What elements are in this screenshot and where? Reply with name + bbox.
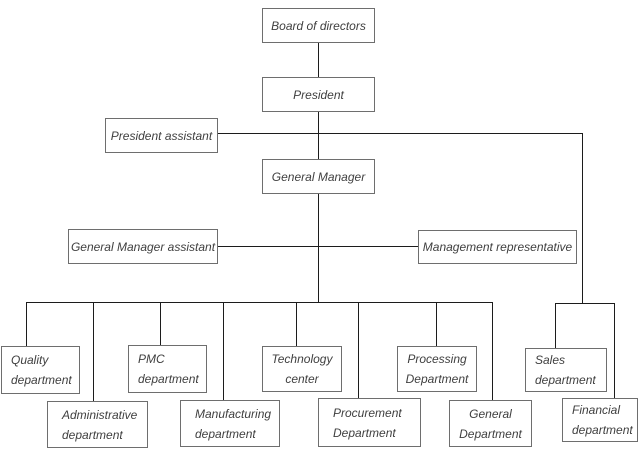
node-label: Technology [271,352,333,366]
node-label: Procurement [333,405,402,420]
node-pmc-department: PMC department [128,345,207,393]
connector-gm-assistant-mgmt-rep [218,246,418,247]
node-label: Financial [572,403,621,417]
node-label: General [469,406,512,421]
node-label: Board of directors [271,18,366,33]
node-label: Manufacturing [195,406,272,421]
drop-financial [614,303,615,398]
node-label: PMC [138,352,165,366]
connector-departments-bus [26,302,493,303]
node-label: department [11,373,72,387]
node-quality-department: Quality department [1,346,80,394]
node-label: President [293,87,344,102]
drop-pmc [160,302,161,345]
drop-general [492,302,493,400]
node-label: center [285,372,319,386]
drop-processing [436,302,437,346]
connector-president-general-manager [318,112,319,159]
node-label: Department [333,425,396,440]
node-general-manager: General Manager [262,159,375,194]
drop-quality [26,302,27,346]
node-label: Department [405,372,469,386]
node-label: President assistant [110,128,213,143]
node-president-assistant: President assistant [105,118,218,153]
node-label: Administrative [62,407,138,422]
node-financial-department: Financial department [562,398,638,442]
node-processing-department: Processing Department [397,346,477,392]
node-general-department: General Department [449,400,532,447]
node-technology-center: Technology center [262,346,342,392]
node-label: General Manager assistant [70,239,216,254]
drop-sales [555,303,556,348]
node-label: General Manager [271,169,366,184]
node-label: Sales [535,353,566,367]
node-manufacturing-department: Manufacturing department [180,400,280,447]
node-label: department [195,426,256,441]
node-president: President [262,77,375,112]
node-sales-department: Sales department [525,348,607,392]
node-label: Processing [407,352,467,366]
node-label: department [62,427,123,442]
node-label: department [572,423,633,437]
node-label: Department [459,426,522,441]
node-procurement-department: Procurement Department [318,398,421,447]
node-label: Management representative [422,240,573,254]
connector-right-vertical [582,133,583,303]
drop-administrative [93,302,94,401]
node-administrative-department: Administrative department [47,401,148,448]
node-board-of-directors: Board of directors [262,8,375,43]
connector-general-manager-bus [318,194,319,302]
drop-technology [296,302,297,346]
connector-president-assistant-branch [217,133,583,134]
connector-board-president [318,43,319,77]
node-general-manager-assistant: General Manager assistant [68,229,218,264]
node-label: Quality [11,353,49,367]
drop-manufacturing [223,302,224,400]
node-management-representative: Management representative [418,230,577,264]
drop-procurement [358,302,359,398]
node-label: department [138,372,199,386]
node-label: department [535,373,596,387]
connector-right-bus [555,303,615,304]
